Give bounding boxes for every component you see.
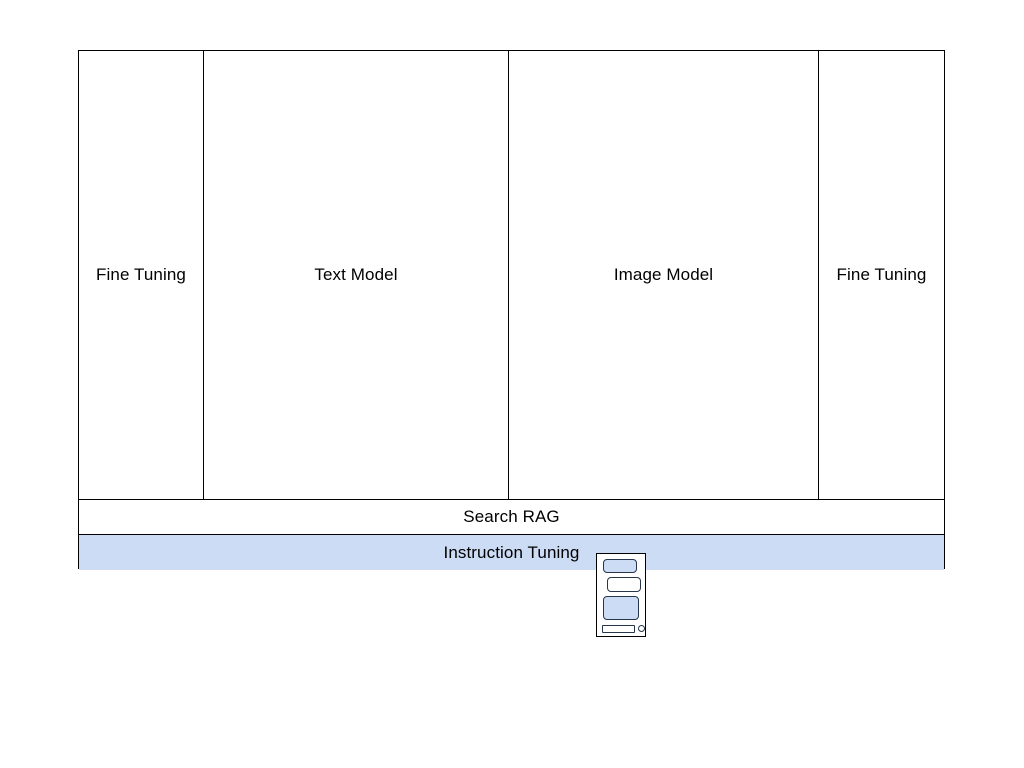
lane-label-image-model: Image Model bbox=[613, 265, 714, 284]
palette-shape-3-icon[interactable] bbox=[603, 596, 639, 620]
band-label-search-rag: Search RAG bbox=[463, 507, 560, 526]
lane-image-model[interactable]: Image Model bbox=[509, 51, 819, 499]
lane-label-fine-tuning-left: Fine Tuning bbox=[96, 265, 186, 284]
lane-label-fine-tuning-right: Fine Tuning bbox=[836, 265, 927, 284]
swimlane-pool[interactable]: Fine Tuning Text Model Image Model Fine … bbox=[78, 50, 945, 570]
palette-shape-2-icon[interactable] bbox=[607, 577, 641, 592]
lane-row: Fine Tuning Text Model Image Model Fine … bbox=[79, 51, 944, 499]
lane-fine-tuning-right[interactable]: Fine Tuning bbox=[819, 51, 944, 499]
lane-label-text-model: Text Model bbox=[314, 265, 398, 284]
shape-picker-palette[interactable] bbox=[596, 553, 646, 637]
palette-shape-5-icon[interactable] bbox=[638, 625, 645, 632]
lane-text-model[interactable]: Text Model bbox=[204, 51, 509, 499]
palette-shape-4-icon[interactable] bbox=[602, 625, 635, 633]
band-search-rag[interactable]: Search RAG bbox=[79, 499, 944, 534]
band-label-instruction-tuning: Instruction Tuning bbox=[443, 542, 580, 562]
band-instruction-tuning[interactable]: Instruction Tuning bbox=[79, 534, 944, 570]
lane-fine-tuning-left[interactable]: Fine Tuning bbox=[79, 51, 204, 499]
palette-shape-1-icon[interactable] bbox=[603, 559, 637, 573]
